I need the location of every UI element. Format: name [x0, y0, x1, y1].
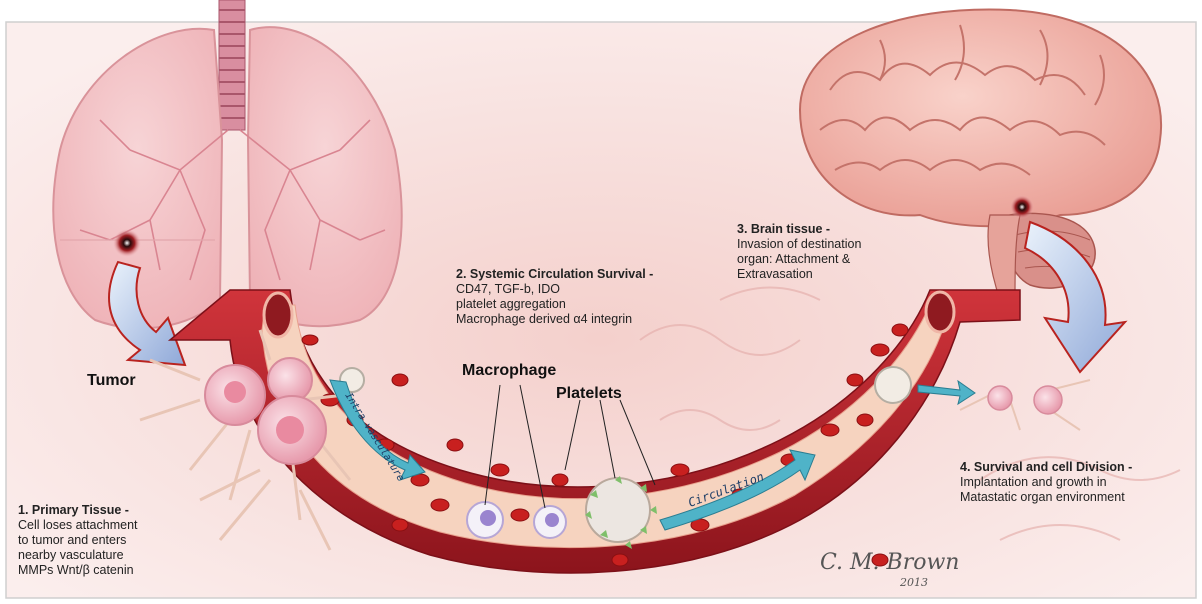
- step-4-survival-division: 4. Survival and cell Division - Implanta…: [960, 460, 1190, 505]
- trachea: [219, 0, 245, 130]
- step-3-line: organ: Attachment &: [737, 252, 907, 267]
- step-2-systemic-circulation: 2. Systemic Circulation Survival - CD47,…: [456, 267, 736, 327]
- step-1-primary-tissue: 1. Primary Tissue - Cell loses attachmen…: [18, 503, 188, 578]
- step-1-heading: 1. Primary Tissue -: [18, 503, 188, 518]
- artist-signature-year: 2013: [900, 576, 928, 589]
- step-3-heading: 3. Brain tissue -: [737, 222, 907, 237]
- vessel-opening-left: [264, 293, 292, 337]
- vessel-opening-right: [926, 292, 954, 332]
- step-3-line: Invasion of destination: [737, 237, 907, 252]
- step-2-line: platelet aggregation: [456, 297, 736, 312]
- step-3-brain-tissue: 3. Brain tissue - Invasion of destinatio…: [737, 222, 907, 282]
- platelets-label: Platelets: [556, 385, 622, 403]
- extravasating-cell: [875, 367, 911, 403]
- tumor-label: Tumor: [87, 372, 136, 390]
- step-3-line: Extravasation: [737, 267, 907, 282]
- step-1-line: Cell loses attachment: [18, 518, 188, 533]
- step-1-line: MMPs Wnt/β catenin: [18, 563, 188, 578]
- step-4-line: Implantation and growth in: [960, 475, 1190, 490]
- step-2-line: CD47, TGF-b, IDO: [456, 282, 736, 297]
- step-1-line: nearby vasculature: [18, 548, 188, 563]
- artist-signature: C. M. Brown: [820, 550, 959, 575]
- step-4-heading: 4. Survival and cell Division -: [960, 460, 1190, 475]
- brain-metastasis-spot: [1010, 195, 1034, 219]
- step-2-line: Macrophage derived α4 integrin: [456, 312, 736, 327]
- step-1-line: to tumor and enters: [18, 533, 188, 548]
- step-2-heading: 2. Systemic Circulation Survival -: [456, 267, 736, 282]
- macrophage-label: Macrophage: [462, 362, 556, 380]
- step-4-line: Matastatic organ environment: [960, 490, 1190, 505]
- primary-tumor-spot: [113, 229, 141, 257]
